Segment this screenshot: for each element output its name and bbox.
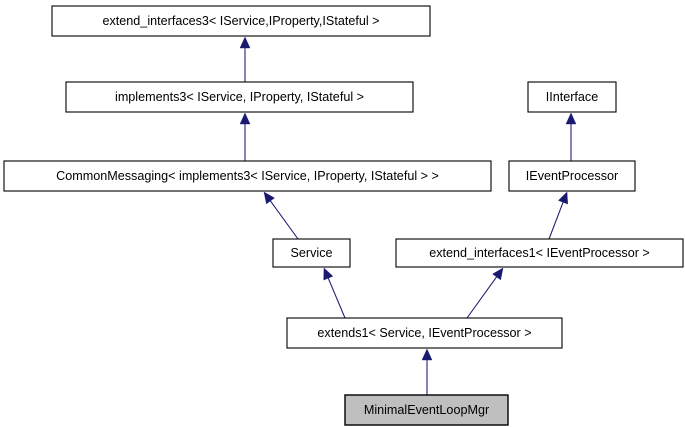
inheritance-edge xyxy=(239,36,251,82)
node-label: MinimalEventLoopMgr xyxy=(364,403,489,417)
arrowhead-icon xyxy=(263,191,275,205)
node-label: Service xyxy=(291,246,333,260)
node-Service[interactable]: Service xyxy=(272,238,351,268)
node-box[interactable] xyxy=(395,238,684,268)
arrowhead-icon xyxy=(492,267,504,281)
arrowhead-icon xyxy=(565,112,577,125)
arrowhead-icon xyxy=(558,191,568,205)
inheritance-edge xyxy=(323,267,346,319)
node-label: extends1< Service, IEventProcessor > xyxy=(317,326,531,340)
node-label: implements3< IService, IProperty, IState… xyxy=(115,90,364,104)
arrowhead-icon xyxy=(323,267,334,281)
node-box[interactable] xyxy=(344,394,509,426)
arrowhead-icon xyxy=(239,112,251,125)
inheritance-edge xyxy=(263,191,299,240)
edge-line xyxy=(270,200,299,240)
inheritance-edge xyxy=(466,267,504,319)
node-box[interactable] xyxy=(65,81,414,113)
edge-line xyxy=(466,276,497,319)
node-box[interactable] xyxy=(286,317,563,349)
inheritance-edge xyxy=(421,348,433,395)
node-implements3[interactable]: implements3< IService, IProperty, IState… xyxy=(65,81,414,113)
node-box[interactable] xyxy=(272,238,351,268)
inheritance-edge xyxy=(239,112,251,161)
node-MinimalEventLoopMgr[interactable]: MinimalEventLoopMgr xyxy=(344,394,509,426)
node-label: extend_interfaces3< IService,IProperty,I… xyxy=(103,14,380,28)
node-IInterface[interactable]: IInterface xyxy=(527,81,617,113)
edge-line xyxy=(327,277,346,319)
node-box[interactable] xyxy=(3,160,492,192)
node-IEventProcessor[interactable]: IEventProcessor xyxy=(508,160,636,192)
node-label: CommonMessaging< implements3< IService, … xyxy=(56,169,439,183)
edges-layer xyxy=(239,36,577,395)
node-extends1[interactable]: extends1< Service, IEventProcessor > xyxy=(286,317,563,349)
node-label: extend_interfaces1< IEventProcessor > xyxy=(429,246,650,260)
node-box[interactable] xyxy=(508,160,636,192)
node-box[interactable] xyxy=(527,81,617,113)
inheritance-edge xyxy=(548,191,568,240)
node-extend_interfaces3[interactable]: extend_interfaces3< IService,IProperty,I… xyxy=(51,5,431,37)
node-CommonMessaging[interactable]: CommonMessaging< implements3< IService, … xyxy=(3,160,492,192)
node-extend_interfaces1[interactable]: extend_interfaces1< IEventProcessor > xyxy=(395,238,684,268)
inheritance-edge xyxy=(565,112,577,161)
arrowhead-icon xyxy=(239,36,251,49)
node-label: IEventProcessor xyxy=(526,169,618,183)
node-box[interactable] xyxy=(51,5,431,37)
arrowhead-icon xyxy=(421,348,433,361)
node-label: IInterface xyxy=(546,90,599,104)
nodes-layer: extend_interfaces3< IService,IProperty,I… xyxy=(3,5,684,426)
edge-line xyxy=(548,202,564,240)
